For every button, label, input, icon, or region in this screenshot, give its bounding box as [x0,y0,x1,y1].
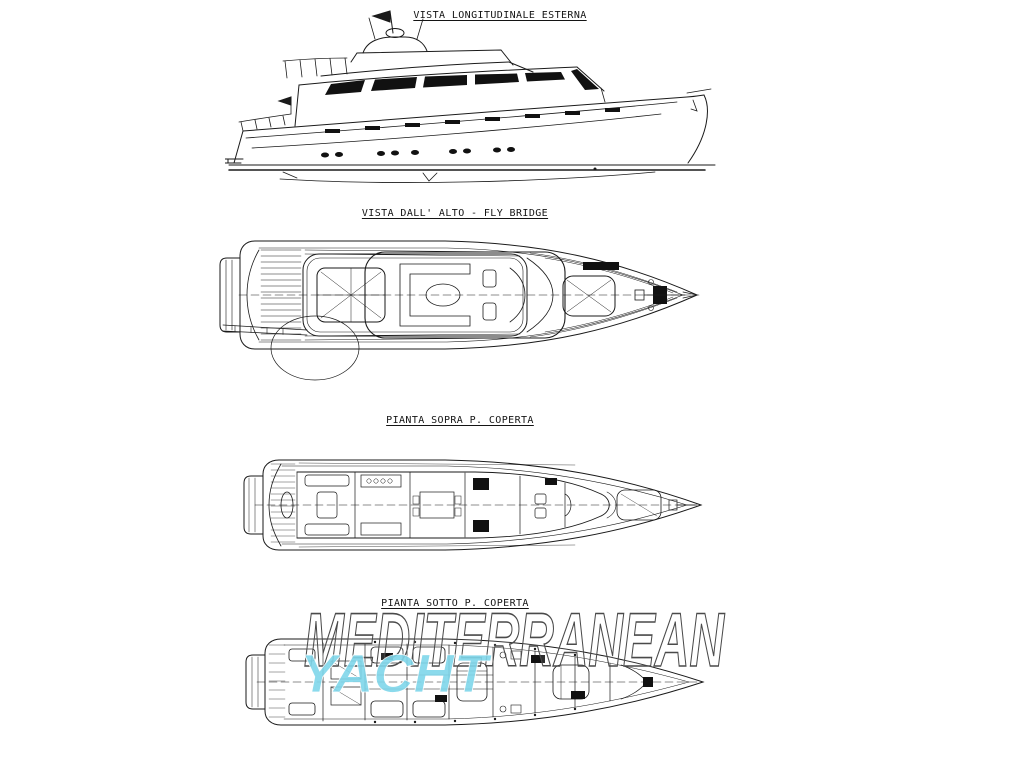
bathrooms [499,650,522,714]
foredeck [616,489,698,521]
window-band [325,69,599,95]
windlass [634,279,686,311]
stairs [473,478,557,532]
mast-flag-icon [277,10,394,115]
windscreen [526,257,554,333]
radar-arch [362,17,428,54]
lower-deck-plan-drawing [245,638,705,726]
stern-railing [238,113,292,132]
swim-platform [243,475,264,535]
side-view-drawing [225,10,716,183]
helm-station [534,493,572,519]
title-side-view: VISTA LONGITUDINALE ESTERNA [413,10,587,21]
transom-seat [246,249,260,341]
crew-cabin-aft [288,648,316,716]
bulwark-ports [325,108,620,133]
anchor-icon [686,88,712,112]
master-cabin [456,662,488,702]
swim-platform [245,654,266,710]
aft-deck-planking [270,463,296,543]
radar-dome-icon [385,28,405,38]
foredeck-sunpad [562,275,616,317]
aft-planking [268,644,286,718]
aft-sunpad [316,267,386,323]
hardtop [350,49,514,66]
settee-and-table [399,263,471,327]
superstructure [294,61,606,127]
flybridge-view-drawing [219,240,700,381]
swim-platform [219,257,241,333]
galley [360,474,402,536]
title-flybridge-view: VISTA DALL' ALTO - FLY BRIDGE [361,208,549,219]
helm-station [482,267,526,323]
hatches-dark [381,653,653,702]
side-deck-lines [298,462,576,548]
superstructure-walls [296,471,617,539]
hull-outline [264,638,705,726]
bulkheads [296,471,566,539]
guest-cabins [370,646,446,718]
title-upper-deck-plan: PIANTA SOPRA P. COPERTA [386,415,534,426]
salon-furniture [304,474,350,536]
gangway [222,324,308,336]
cockpit-planking [260,249,302,341]
flybridge-railing [282,57,348,79]
portholes [321,147,515,158]
engine-room [330,660,362,706]
title-lower-deck-plan: PIANTA SOTTO P. COPERTA [381,598,529,609]
porthole-marks [373,640,577,724]
upper-deck-plan-drawing [243,459,703,551]
dining-area [412,491,462,519]
aft-deck-furniture [268,463,294,547]
waterline [228,164,716,171]
gangway-swing-circle [270,315,360,381]
corridor [364,674,494,690]
